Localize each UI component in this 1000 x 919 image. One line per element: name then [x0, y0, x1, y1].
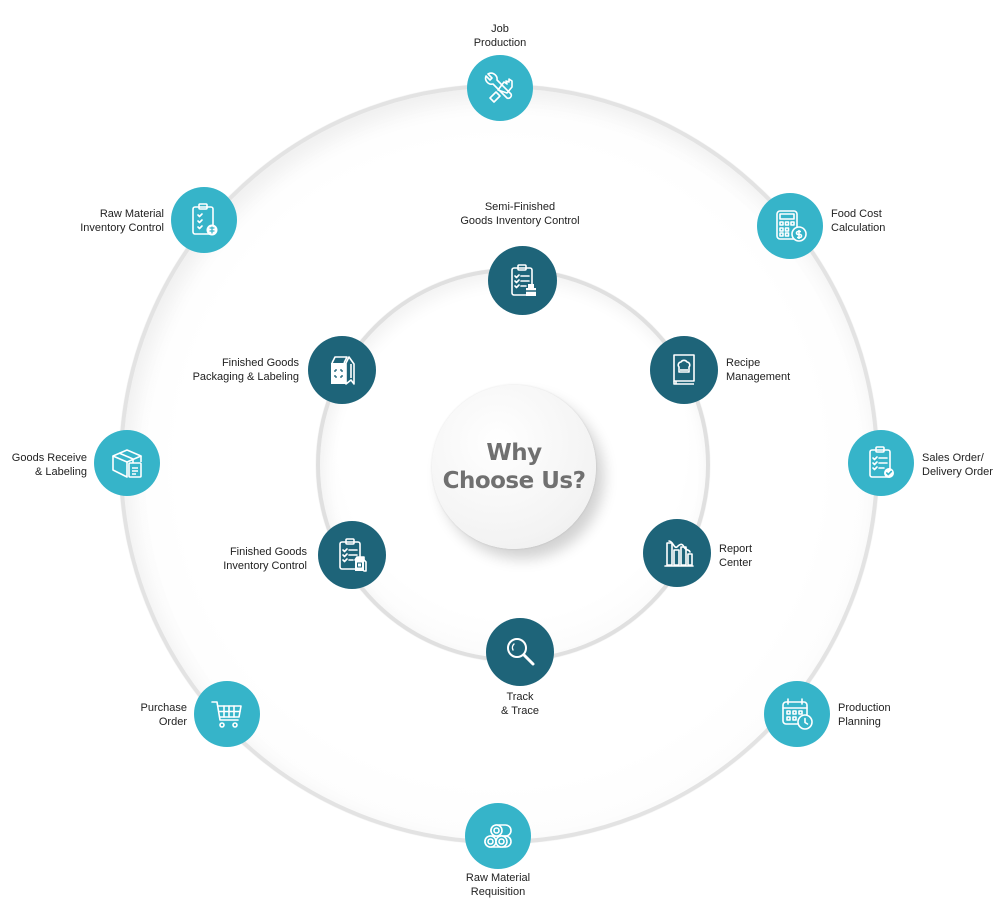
- node-food-cost-calculation[interactable]: [757, 193, 823, 259]
- calendar-clock-icon: [782, 698, 813, 730]
- node-raw-material-requisition[interactable]: [465, 803, 531, 869]
- label-track-trace: Track & Trace: [470, 690, 570, 718]
- node-report-center[interactable]: [643, 519, 711, 587]
- center-hub: Why Choose Us?: [432, 385, 596, 549]
- node-purchase-order[interactable]: [194, 681, 260, 747]
- node-recipe-management[interactable]: [650, 336, 718, 404]
- node-finished-goods-inventory-control[interactable]: [318, 521, 386, 589]
- clipboard-package-icon: [339, 538, 367, 572]
- label-line: Order: [158, 716, 187, 728]
- label-line: & Trace: [501, 705, 539, 717]
- magnifier-icon: [507, 638, 535, 666]
- label-line: Center: [719, 557, 753, 569]
- node-production-planning[interactable]: [764, 681, 830, 747]
- label-line: Calculation: [831, 222, 886, 234]
- label-line: Production: [473, 37, 527, 49]
- box-label-icon: [112, 449, 142, 478]
- label-line: Job: [491, 23, 509, 35]
- shopping-cart-icon: [211, 701, 242, 728]
- label-line: Inventory Control: [223, 560, 307, 572]
- label-line: Finished Goods: [229, 546, 307, 558]
- recipe-book-icon: [673, 354, 695, 385]
- label-line: Raw Material: [99, 208, 164, 220]
- node-finished-goods-packaging-labeling[interactable]: [308, 336, 376, 404]
- label-line: Finished Goods: [221, 357, 299, 369]
- label-line: Food Cost: [831, 208, 882, 220]
- node-semi-finished-goods-inventory-control[interactable]: [488, 246, 557, 315]
- bar-chart-icon: [664, 540, 694, 567]
- label-line: Sales Order/: [922, 452, 984, 464]
- label-line: Goods Inventory Control: [460, 215, 580, 227]
- label-line: Track: [506, 691, 534, 703]
- label-line: Goods Receive: [11, 452, 87, 464]
- clipboard-materials-icon: [192, 203, 218, 236]
- label-sales-order-delivery-order: Sales Order/Delivery Order: [922, 451, 993, 479]
- label-line: Recipe: [726, 357, 761, 369]
- node-goods-receive-labeling[interactable]: [94, 430, 160, 496]
- node-track-trace[interactable]: [486, 618, 554, 686]
- pipes-icon: [484, 824, 512, 848]
- node-sales-order-delivery-order[interactable]: [848, 430, 914, 496]
- node-raw-material-inventory-control[interactable]: [171, 187, 237, 253]
- calculator-dollar-icon: [776, 210, 807, 242]
- label-line: Semi-Finished: [484, 201, 556, 213]
- hub-title-line1: Why: [486, 440, 542, 466]
- label-line: Raw Material: [465, 872, 531, 884]
- label-line: Inventory Control: [80, 222, 164, 234]
- label-line: & Labeling: [35, 466, 87, 478]
- label-goods-receive-labeling: Goods Receive & Labeling: [0, 451, 87, 479]
- clipboard-check-icon: [869, 446, 894, 478]
- label-line: Planning: [838, 716, 881, 728]
- package-bag-icon: [331, 356, 355, 385]
- node-job-production[interactable]: [467, 55, 533, 121]
- wrench-hand-icon: [484, 72, 513, 103]
- label-line: Report: [719, 543, 753, 555]
- label-line: Requisition: [470, 886, 526, 898]
- hub-title-line2: Choose Us?: [442, 468, 586, 494]
- label-line: Production: [838, 702, 891, 714]
- label-line: Purchase: [140, 702, 187, 714]
- label-line: Packaging & Labeling: [192, 371, 299, 383]
- clipboard-box-icon: [510, 263, 537, 296]
- label-line: Management: [726, 371, 791, 383]
- label-line: Delivery Order: [922, 466, 993, 478]
